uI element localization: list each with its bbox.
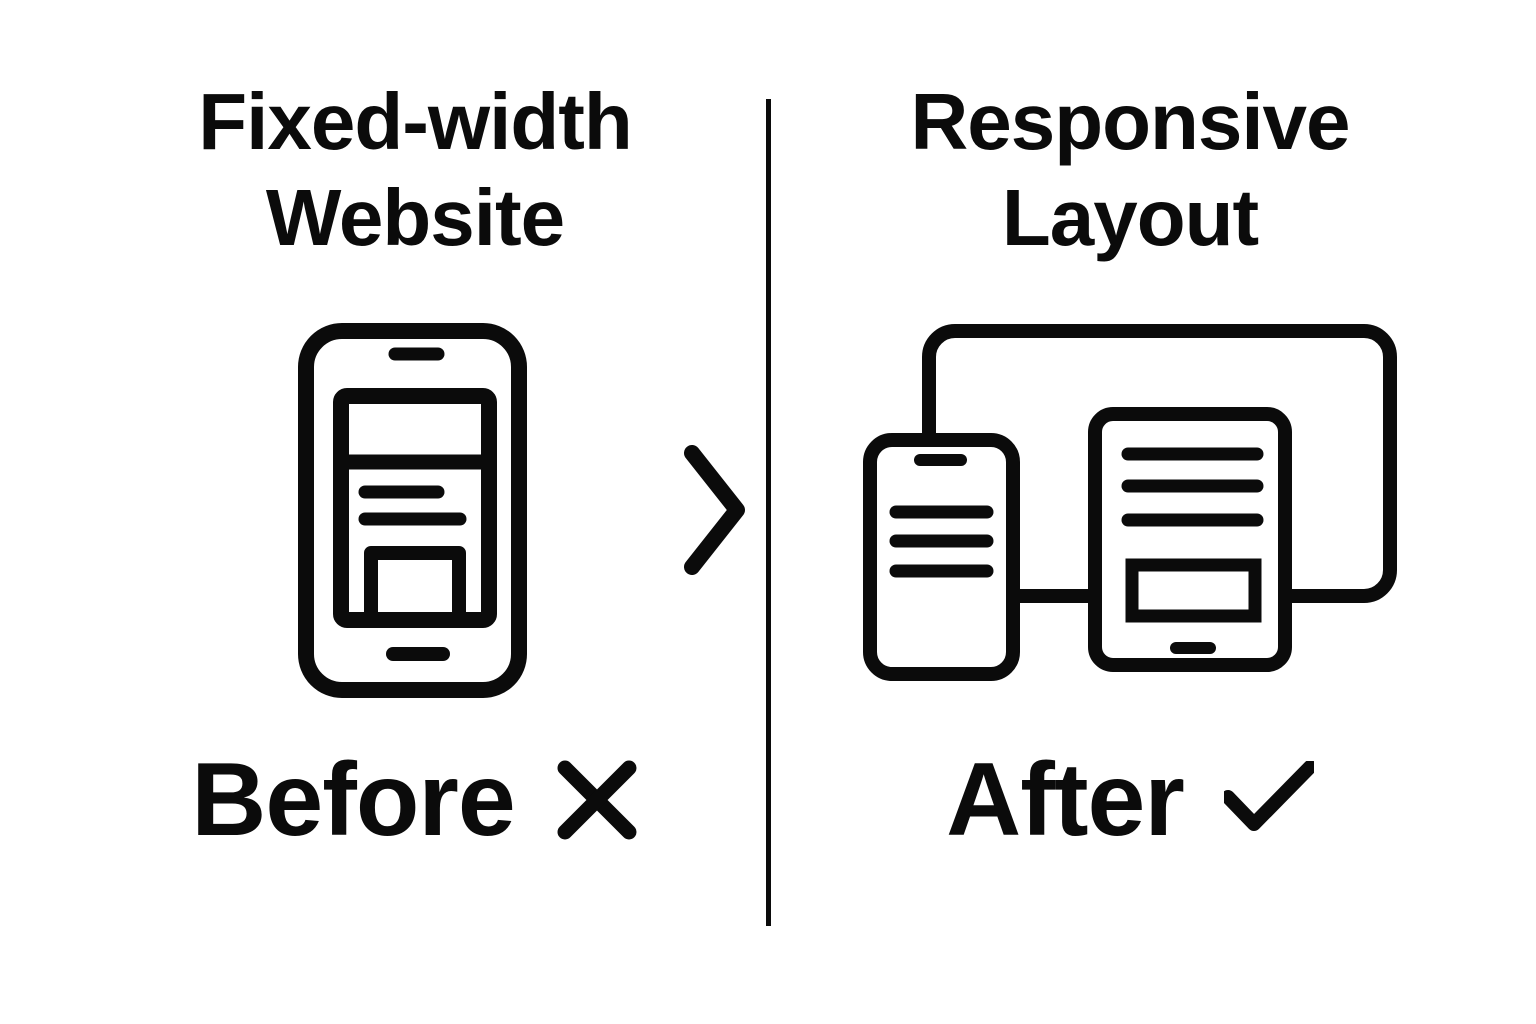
after-label: After [946, 742, 1185, 858]
after-caption-row: After [810, 748, 1450, 852]
check-icon [1223, 761, 1314, 839]
right-title-line2: Layout [1001, 173, 1259, 262]
left-title: Fixed-width Website [95, 74, 735, 266]
fixed-width-phone-icon [290, 315, 535, 710]
vertical-divider [766, 99, 771, 926]
left-title-line1: Fixed-width [198, 77, 632, 166]
cross-icon [555, 758, 639, 842]
chevron-right-icon [675, 440, 755, 580]
left-title-line2: Website [265, 173, 565, 262]
right-title-line1: Responsive [910, 77, 1350, 166]
right-title: Responsive Layout [810, 74, 1450, 266]
responsive-devices-icon [855, 315, 1405, 690]
before-label: Before [191, 742, 515, 858]
before-caption-row: Before [95, 748, 735, 852]
